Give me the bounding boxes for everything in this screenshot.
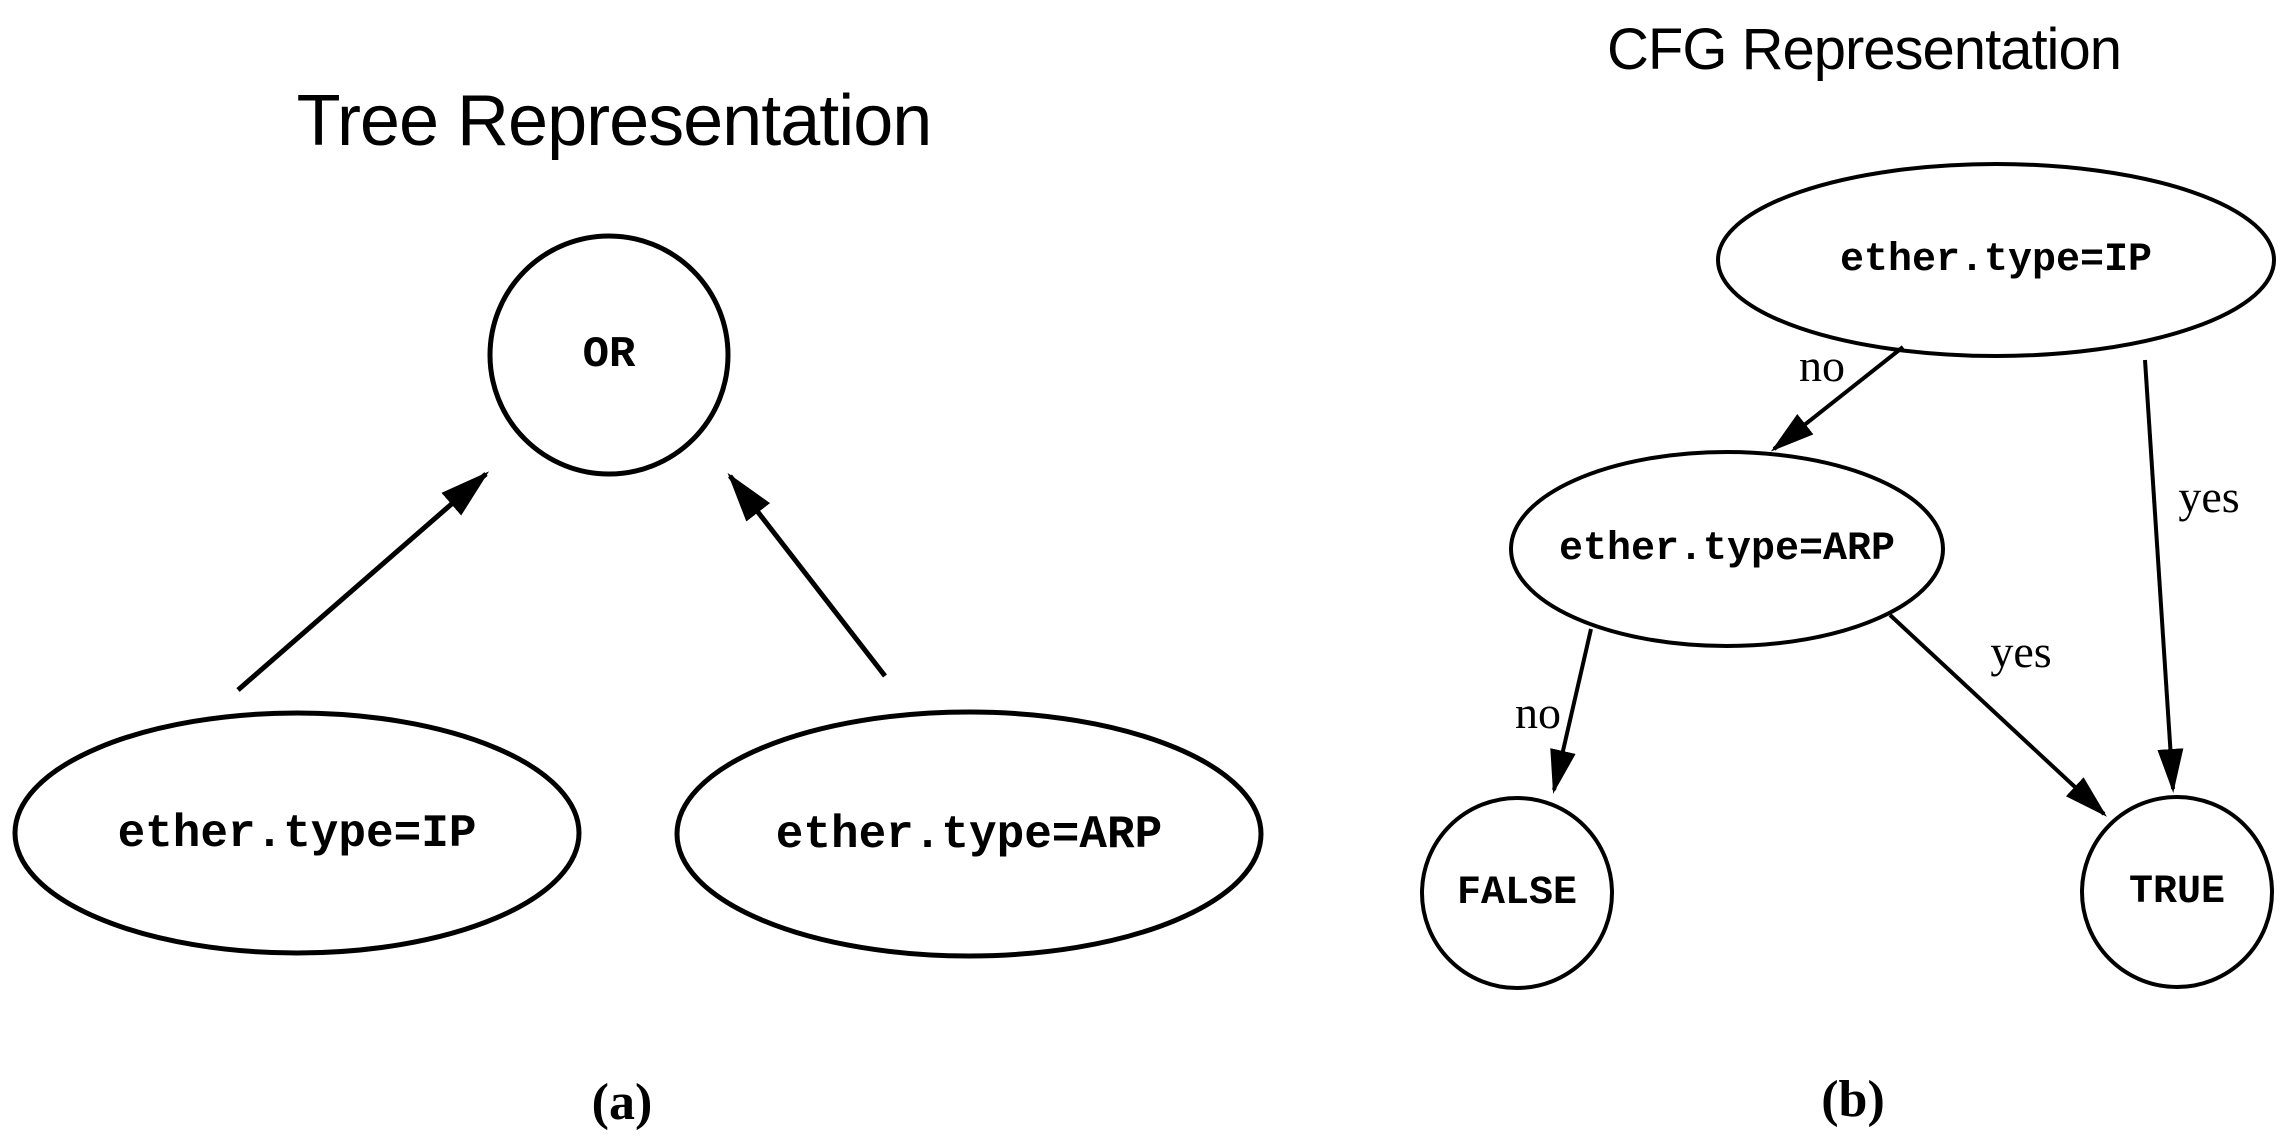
cfg-false-node-shape (1420, 796, 1614, 990)
caption-b: (b) (1821, 1071, 1885, 1128)
cfg-ip-node-label: ether.type=IP (1839, 238, 2153, 283)
tree-ip-node-label: ether.type=IP (117, 808, 477, 860)
tree-or-node-label: OR (582, 330, 636, 380)
tree-edge-ip-to-or (236, 471, 490, 692)
edge-label-arp-to-true-yes: yes (1990, 626, 2052, 677)
cfg-true-node-shape (2080, 795, 2274, 989)
tree-edge-arp-to-or (727, 472, 887, 678)
edge-label-ip-to-true-yes: yes (2178, 471, 2240, 522)
cfg-false-node-label: FALSE (1456, 871, 1578, 916)
cfg-true-node-label: TRUE (2128, 870, 2226, 915)
edge-label-arp-to-false-no: no (1515, 687, 1561, 738)
cfg-panel-title: CFG Representation (1607, 17, 2122, 82)
cfg-edge-arp-to-false (1550, 628, 1593, 794)
cfg-arp-node-shape (1509, 450, 1945, 648)
caption-a: (a) (591, 1074, 653, 1131)
cfg-edge-arp-to-true (1888, 613, 2107, 817)
cfg-edge-ip-to-arp (1770, 345, 1905, 452)
tree-or-node-shape (487, 233, 731, 477)
cfg-arp-node-label: ether.type=ARP (1558, 527, 1896, 572)
tree-arp-node-label: ether.type=ARP (775, 809, 1163, 861)
tree-ip-node-shape (12, 710, 582, 956)
tree-panel-title: Tree Representation (296, 81, 933, 161)
cfg-edge-ip-to-true (2143, 359, 2184, 793)
edge-label-ip-to-arp-no: no (1799, 340, 1845, 391)
tree-arp-node-shape (674, 709, 1264, 959)
cfg-ip-node-shape (1716, 162, 2276, 358)
